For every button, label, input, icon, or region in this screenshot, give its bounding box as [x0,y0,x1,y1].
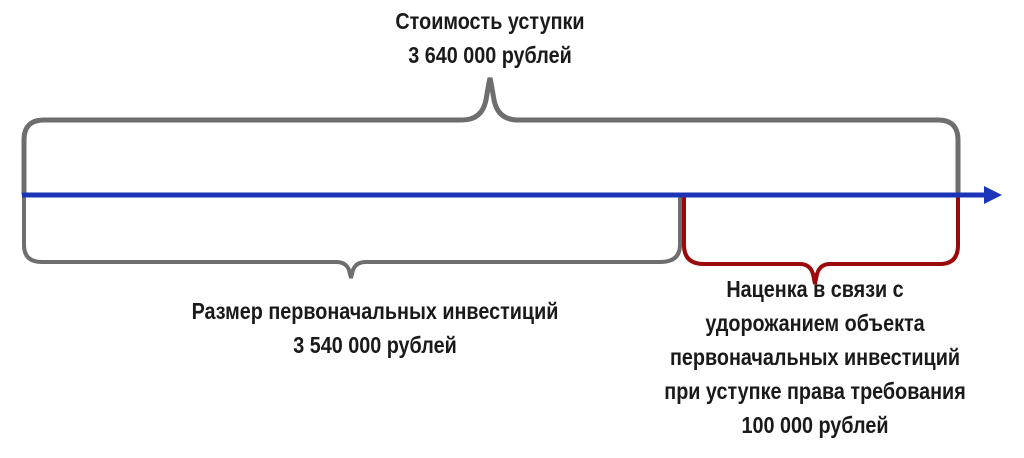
total-cost-value: 3 640 000 рублей [408,42,572,68]
initial-investment-value: 3 540 000 рублей [293,332,457,358]
initial-investment-title: Размер первоначальных инвестиций [191,298,559,324]
initial-investment-label: Размер первоначальных инвестиций 3 540 0… [160,294,590,362]
markup-line-1: Наценка в связи с [726,276,904,302]
markup-line-2: удорожанием объекта [705,310,925,336]
markup-value: 100 000 рублей [741,412,889,438]
total-cost-brace [21,77,961,195]
total-cost-title: Стоимость уступки [395,8,585,34]
markup-line-4: при уступке права требования [664,378,966,404]
axis-arrowhead-icon [984,186,1002,204]
initial-investment-brace [22,195,682,279]
markup-brace [682,195,960,285]
markup-line-3: первоначальных инвестиций [669,344,961,370]
markup-label: Наценка в связи с удорожанием объекта пе… [643,272,987,442]
total-cost-label: Стоимость уступки 3 640 000 рублей [318,4,662,72]
